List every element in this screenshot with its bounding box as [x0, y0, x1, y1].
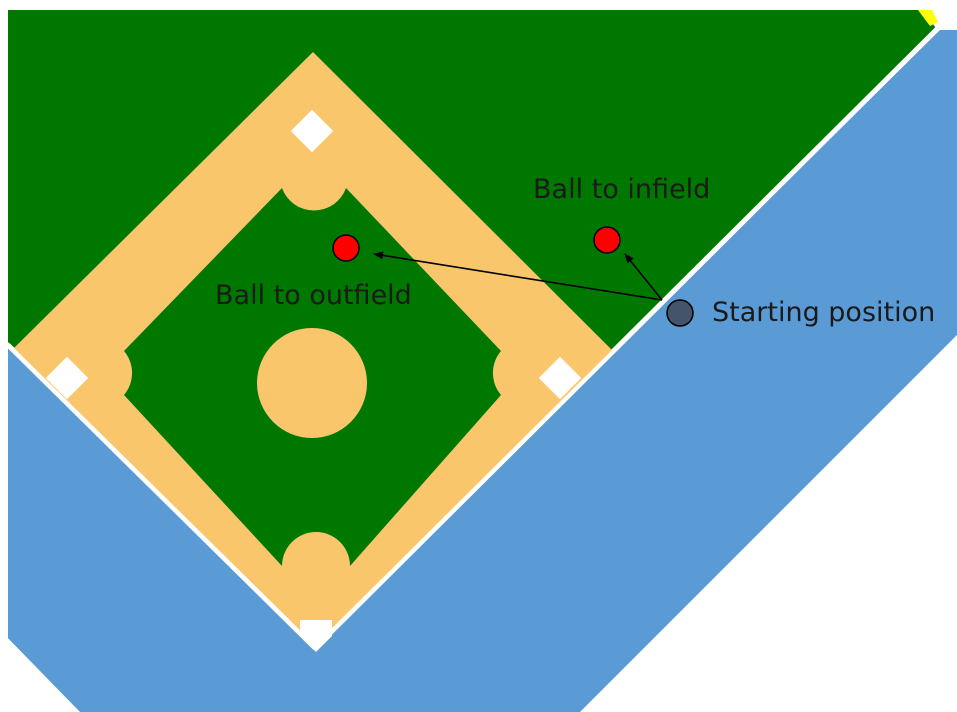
ball-to-infield-label: Ball to infield: [533, 174, 710, 205]
ball-to-outfield-label: Ball to outfield: [215, 280, 412, 311]
ball-infield-marker: [594, 227, 620, 253]
ball-outfield-marker: [333, 235, 359, 261]
player-start-marker: [667, 300, 693, 326]
starting-position-label: Starting position: [712, 297, 935, 328]
pitchers-mound: [257, 328, 367, 438]
